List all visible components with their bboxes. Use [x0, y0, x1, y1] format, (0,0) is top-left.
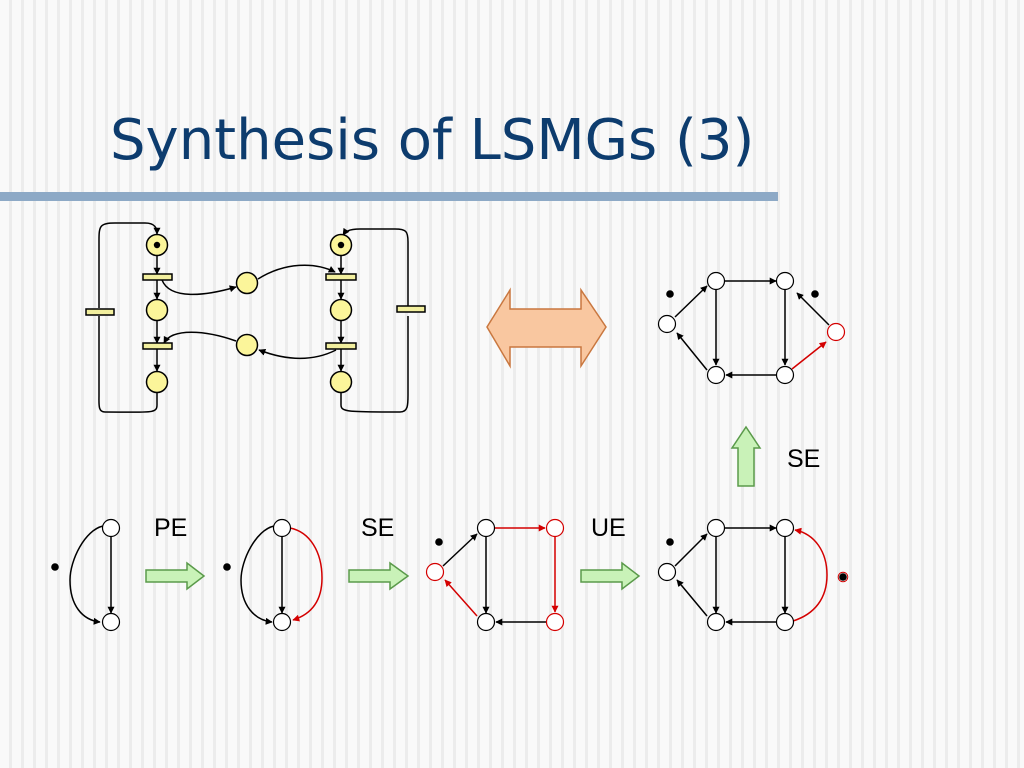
petri-net — [98, 222, 409, 413]
transition-left-bottom — [142, 342, 173, 350]
se-vertical-label: SE — [787, 445, 820, 473]
petri-places — [145, 233, 353, 394]
highlighted-node — [545, 612, 565, 632]
place-left-2 — [145, 298, 169, 322]
node — [657, 314, 677, 334]
petri-tokens — [153, 241, 345, 249]
node — [272, 518, 292, 538]
node — [476, 518, 496, 538]
transition-right-bottom — [325, 342, 357, 350]
graph-bottom-4 — [657, 518, 849, 632]
se-label: SE — [361, 514, 394, 542]
token — [337, 241, 345, 249]
token-dot — [51, 563, 59, 571]
double-arrow — [486, 287, 607, 369]
token-dot — [839, 573, 847, 581]
ue-label: UE — [591, 514, 626, 542]
step-arrow-ue — [580, 561, 641, 591]
title-divider — [0, 192, 778, 201]
graph-bottom-2 — [223, 518, 323, 632]
node — [101, 518, 121, 538]
pe-label: PE — [154, 514, 187, 542]
node — [775, 612, 795, 632]
token-dot — [435, 538, 443, 546]
transition-right-side — [396, 305, 426, 313]
step-arrow-pe — [145, 561, 206, 591]
token-dot — [666, 538, 674, 546]
token — [153, 241, 161, 249]
token-dot — [811, 290, 819, 298]
graph-bottom-3 — [425, 518, 565, 632]
place-left-3 — [145, 370, 169, 394]
transition-left-side — [85, 308, 115, 316]
highlighted-token — [837, 571, 849, 583]
node — [706, 365, 726, 385]
node — [476, 612, 496, 632]
token-dot — [666, 290, 674, 298]
step-arrow-se — [348, 561, 410, 591]
node — [706, 518, 726, 538]
place-middle-bottom — [235, 333, 259, 357]
place-right-2 — [329, 298, 353, 322]
highlighted-node — [545, 518, 565, 538]
node — [706, 271, 726, 291]
graph-top-right — [657, 271, 846, 385]
petri-transitions — [85, 273, 426, 350]
step-arrow-up — [730, 425, 762, 487]
node — [775, 271, 795, 291]
node — [775, 518, 795, 538]
graph-bottom-1 — [51, 518, 121, 632]
transition-right-top — [325, 273, 357, 281]
node — [706, 612, 726, 632]
token-dot — [223, 563, 231, 571]
place-right-3 — [329, 370, 353, 394]
transition-left-top — [142, 273, 173, 281]
highlighted-node — [425, 562, 445, 582]
place-middle-top — [235, 271, 259, 295]
slide-title: Synthesis of LSMGs (3) — [110, 108, 755, 173]
node — [272, 612, 292, 632]
node — [775, 365, 795, 385]
node — [101, 612, 121, 632]
node — [657, 562, 677, 582]
highlighted-node — [826, 322, 846, 342]
